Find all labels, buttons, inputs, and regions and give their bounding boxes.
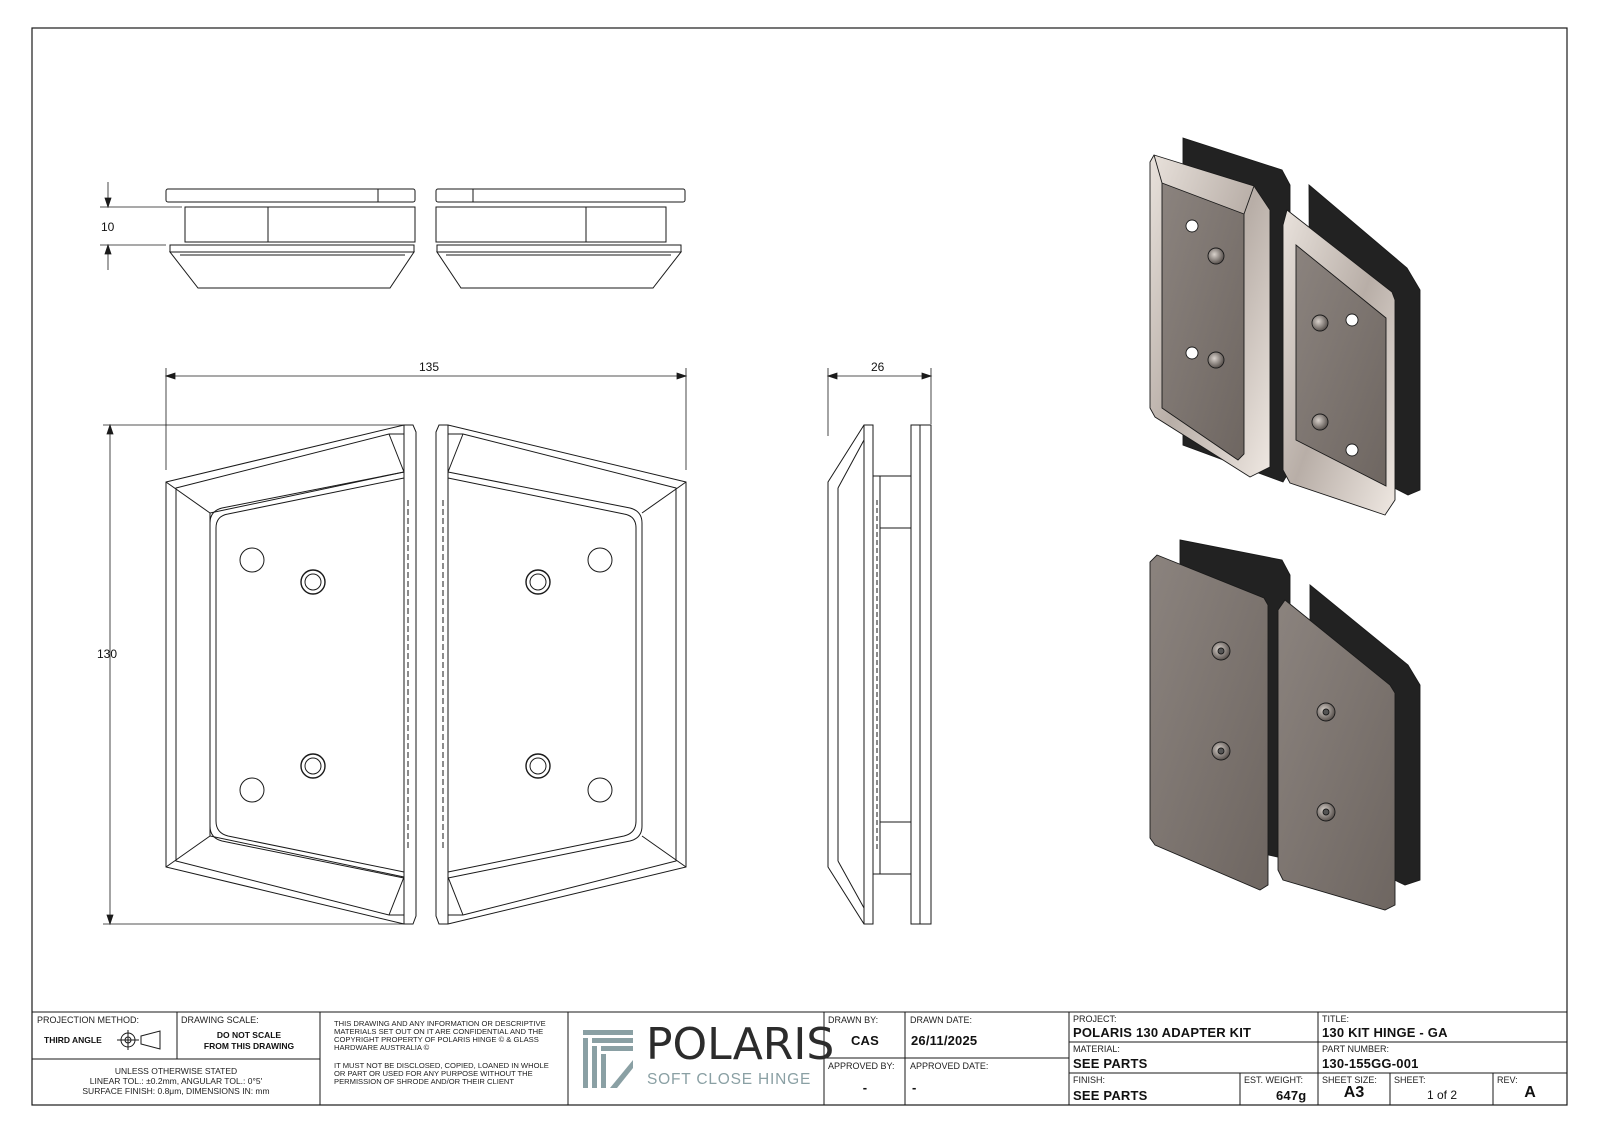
est-weight-value: 647g — [1276, 1088, 1307, 1103]
drawn-date-value: 26/11/2025 — [911, 1033, 978, 1048]
part-number-value: 130-155GG-001 — [1322, 1056, 1419, 1071]
drawn-by-value: CAS — [850, 1033, 880, 1048]
polaris-logo-icon — [583, 1030, 633, 1088]
logo-tagline: SOFT CLOSE HINGE — [647, 1071, 812, 1088]
approved-by-label: APPROVED BY: — [828, 1061, 895, 1071]
top-view — [165, 188, 686, 289]
confidentiality-notice-1: THIS DRAWING AND ANY INFORMATION OR DESC… — [334, 1019, 546, 1052]
finish-value: SEE PARTS — [1073, 1088, 1148, 1103]
approved-by-value: - — [862, 1080, 868, 1095]
rev-value: A — [1524, 1084, 1536, 1101]
dimension-width — [164, 368, 688, 470]
approved-date-label: APPROVED DATE: — [910, 1061, 989, 1071]
sheet-border — [31, 27, 1568, 1106]
dimension-height — [103, 423, 410, 926]
material-value: SEE PARTS — [1073, 1056, 1148, 1071]
title-label: TITLE: — [1322, 1014, 1350, 1024]
drawing-scale-label: DRAWING SCALE: — [181, 1015, 259, 1025]
dimension-height-label: 130 — [97, 647, 117, 661]
tolerance-line2: LINEAR TOL.: ±0.2mm, ANGULAR TOL.: 0°5' — [89, 1076, 263, 1086]
tolerance-line3: SURFACE FINISH: 0.8μm, DIMENSIONS IN: mm — [82, 1086, 270, 1096]
sheet-size-label: SHEET SIZE: — [1322, 1075, 1377, 1085]
material-label: MATERIAL: — [1073, 1044, 1120, 1054]
iso-view-back — [1149, 137, 1421, 516]
dimension-depth-label: 26 — [871, 360, 885, 374]
project-value: POLARIS 130 ADAPTER KIT — [1073, 1025, 1252, 1040]
drawing-scale-line2: FROM THIS DRAWING — [203, 1041, 295, 1051]
projection-method-value: THIRD ANGLE — [44, 1035, 102, 1045]
part-number-label: PART NUMBER: — [1322, 1044, 1390, 1054]
confidentiality-notice-2: IT MUST NOT BE DISCLOSED, COPIED, LOANED… — [334, 1061, 549, 1086]
logo-name: POLARIS — [646, 1019, 835, 1070]
third-angle-projection-icon — [117, 1030, 161, 1050]
approved-date-value: - — [912, 1080, 917, 1095]
rev-label: REV: — [1497, 1075, 1518, 1085]
project-label: PROJECT: — [1073, 1014, 1117, 1024]
dimension-thickness-label: 10 — [101, 220, 115, 234]
sheet-label: SHEET: — [1394, 1075, 1426, 1085]
front-view-right-plate — [435, 424, 687, 925]
dimension-thickness — [100, 182, 182, 270]
drawn-date-label: DRAWN DATE: — [910, 1015, 972, 1025]
title-value: 130 KIT HINGE - GA — [1322, 1025, 1448, 1040]
tolerance-line1: UNLESS OTHERWISE STATED — [114, 1066, 238, 1076]
sheet-value: 1 of 2 — [1426, 1088, 1458, 1102]
sheet-size-value: A3 — [1343, 1084, 1365, 1101]
drawing-scale-line1: DO NOT SCALE — [216, 1030, 282, 1040]
dimension-width-label: 135 — [419, 360, 439, 374]
drawn-by-label: DRAWN BY: — [828, 1015, 879, 1025]
est-weight-label: EST. WEIGHT: — [1244, 1075, 1304, 1085]
projection-method-label: PROJECTION METHOD: — [37, 1015, 140, 1025]
iso-view-front — [1149, 539, 1421, 911]
dimension-depth — [826, 368, 933, 436]
finish-label: FINISH: — [1073, 1075, 1106, 1085]
side-view — [827, 424, 932, 925]
title-block-frame — [32, 1011, 1567, 1105]
front-view-left-plate — [165, 424, 417, 925]
